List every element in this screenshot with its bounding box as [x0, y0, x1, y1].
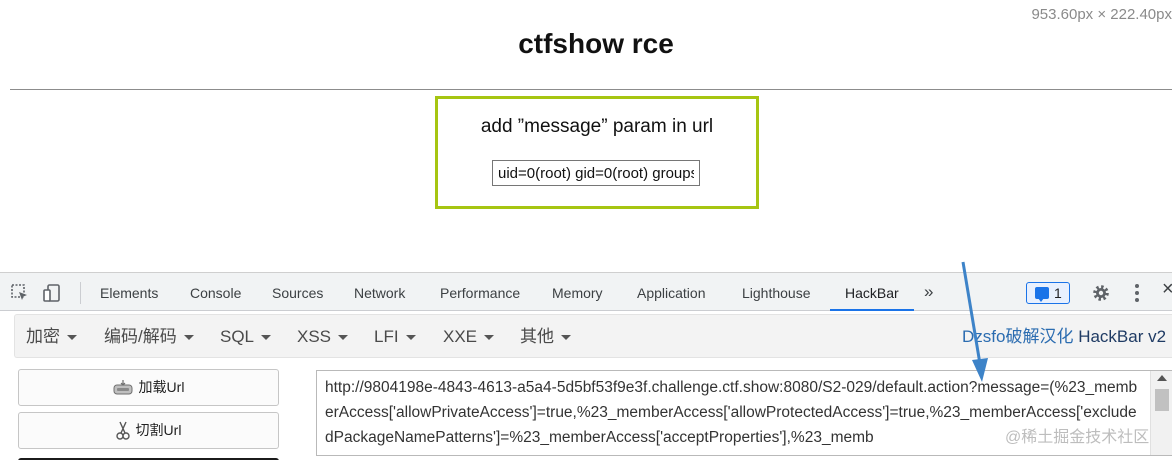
menu-sql-label: SQL: [220, 327, 255, 346]
scissors-icon: [115, 422, 130, 440]
hackbar-brand: Dzsfo破解汉化 HackBar v2: [962, 315, 1166, 359]
chevron-down-icon: [183, 335, 194, 341]
menu-xss[interactable]: XSS: [297, 315, 349, 359]
page-title: ctfshow rce: [518, 28, 674, 59]
devtools-tabbar: Elements Console Sources Network Perform…: [0, 273, 1172, 311]
device-toolbar-icon[interactable]: [42, 283, 62, 303]
menu-encode-decode-label: 编码/解码: [104, 327, 177, 346]
menu-other[interactable]: 其他: [520, 315, 571, 359]
scroll-thumb[interactable]: [1155, 389, 1169, 411]
menu-other-label: 其他: [520, 327, 554, 346]
chevron-down-icon: [561, 335, 571, 341]
menu-encode-decode[interactable]: 编码/解码: [104, 315, 194, 359]
issues-count: 1: [1054, 285, 1062, 301]
tab-memory[interactable]: Memory: [552, 285, 603, 301]
menu-encrypt-label: 加密: [26, 327, 60, 346]
tab-elements[interactable]: Elements: [100, 285, 159, 301]
dimensions-readout: 953.60px × 222.40px: [1031, 6, 1172, 23]
message-heading: add ”message” param in url: [480, 116, 714, 137]
load-url-label: 加载Url: [138, 379, 185, 395]
menu-sql[interactable]: SQL: [220, 315, 272, 359]
tab-sources[interactable]: Sources: [272, 285, 324, 301]
execute-button[interactable]: [18, 458, 279, 460]
translator-link[interactable]: Dzsfo破解汉化: [962, 327, 1074, 346]
chevron-down-icon: [484, 335, 495, 341]
menu-xxe-label: XXE: [443, 327, 478, 346]
inspect-element-icon[interactable]: [10, 283, 30, 303]
message-icon: [1035, 287, 1049, 302]
close-devtools-icon[interactable]: ×: [1162, 278, 1172, 300]
hackbar-version: HackBar v2: [1073, 327, 1167, 346]
devtools-panel: Elements Console Sources Network Perform…: [0, 272, 1172, 460]
split-url-label: 切割Url: [135, 422, 182, 438]
tab-console[interactable]: Console: [190, 285, 242, 301]
hackbar-toolbar: 加密 编码/解码 SQL XSS LFI XXE 其他 Dzsfo破解汉化 Ha…: [14, 314, 1172, 358]
menu-lfi[interactable]: LFI: [374, 315, 416, 359]
menu-lfi-label: LFI: [374, 327, 399, 346]
chevron-down-icon: [261, 335, 272, 341]
settings-gear-icon[interactable]: [1091, 283, 1111, 303]
divider: [10, 89, 1172, 90]
menu-xss-label: XSS: [297, 327, 332, 346]
more-tabs-icon[interactable]: »: [924, 282, 934, 301]
tab-performance[interactable]: Performance: [440, 285, 521, 301]
message-box: add ”message” param in url: [435, 96, 759, 209]
tab-application[interactable]: Application: [637, 285, 706, 301]
load-drive-icon: [113, 380, 133, 395]
issues-badge[interactable]: 1: [1026, 282, 1070, 304]
menu-encrypt[interactable]: 加密: [26, 315, 77, 359]
tab-hackbar[interactable]: HackBar: [830, 273, 914, 311]
textarea-scrollbar[interactable]: [1150, 371, 1172, 455]
split-url-button[interactable]: 切割Url: [18, 412, 279, 449]
scroll-up-arrow-icon[interactable]: [1157, 375, 1167, 381]
tab-network[interactable]: Network: [354, 285, 406, 301]
chevron-down-icon: [338, 335, 349, 341]
message-output-field[interactable]: [492, 160, 700, 186]
url-textarea[interactable]: http://9804198e-4843-4613-a5a4-5d5bf53f9…: [316, 370, 1172, 456]
chevron-down-icon: [67, 335, 77, 341]
load-url-button[interactable]: 加载Url: [18, 369, 279, 406]
chevron-down-icon: [405, 335, 416, 341]
toolbar-separator: [80, 282, 81, 304]
menu-xxe[interactable]: XXE: [443, 315, 495, 359]
more-options-icon[interactable]: [1128, 281, 1146, 305]
tab-lighthouse[interactable]: Lighthouse: [742, 285, 811, 301]
